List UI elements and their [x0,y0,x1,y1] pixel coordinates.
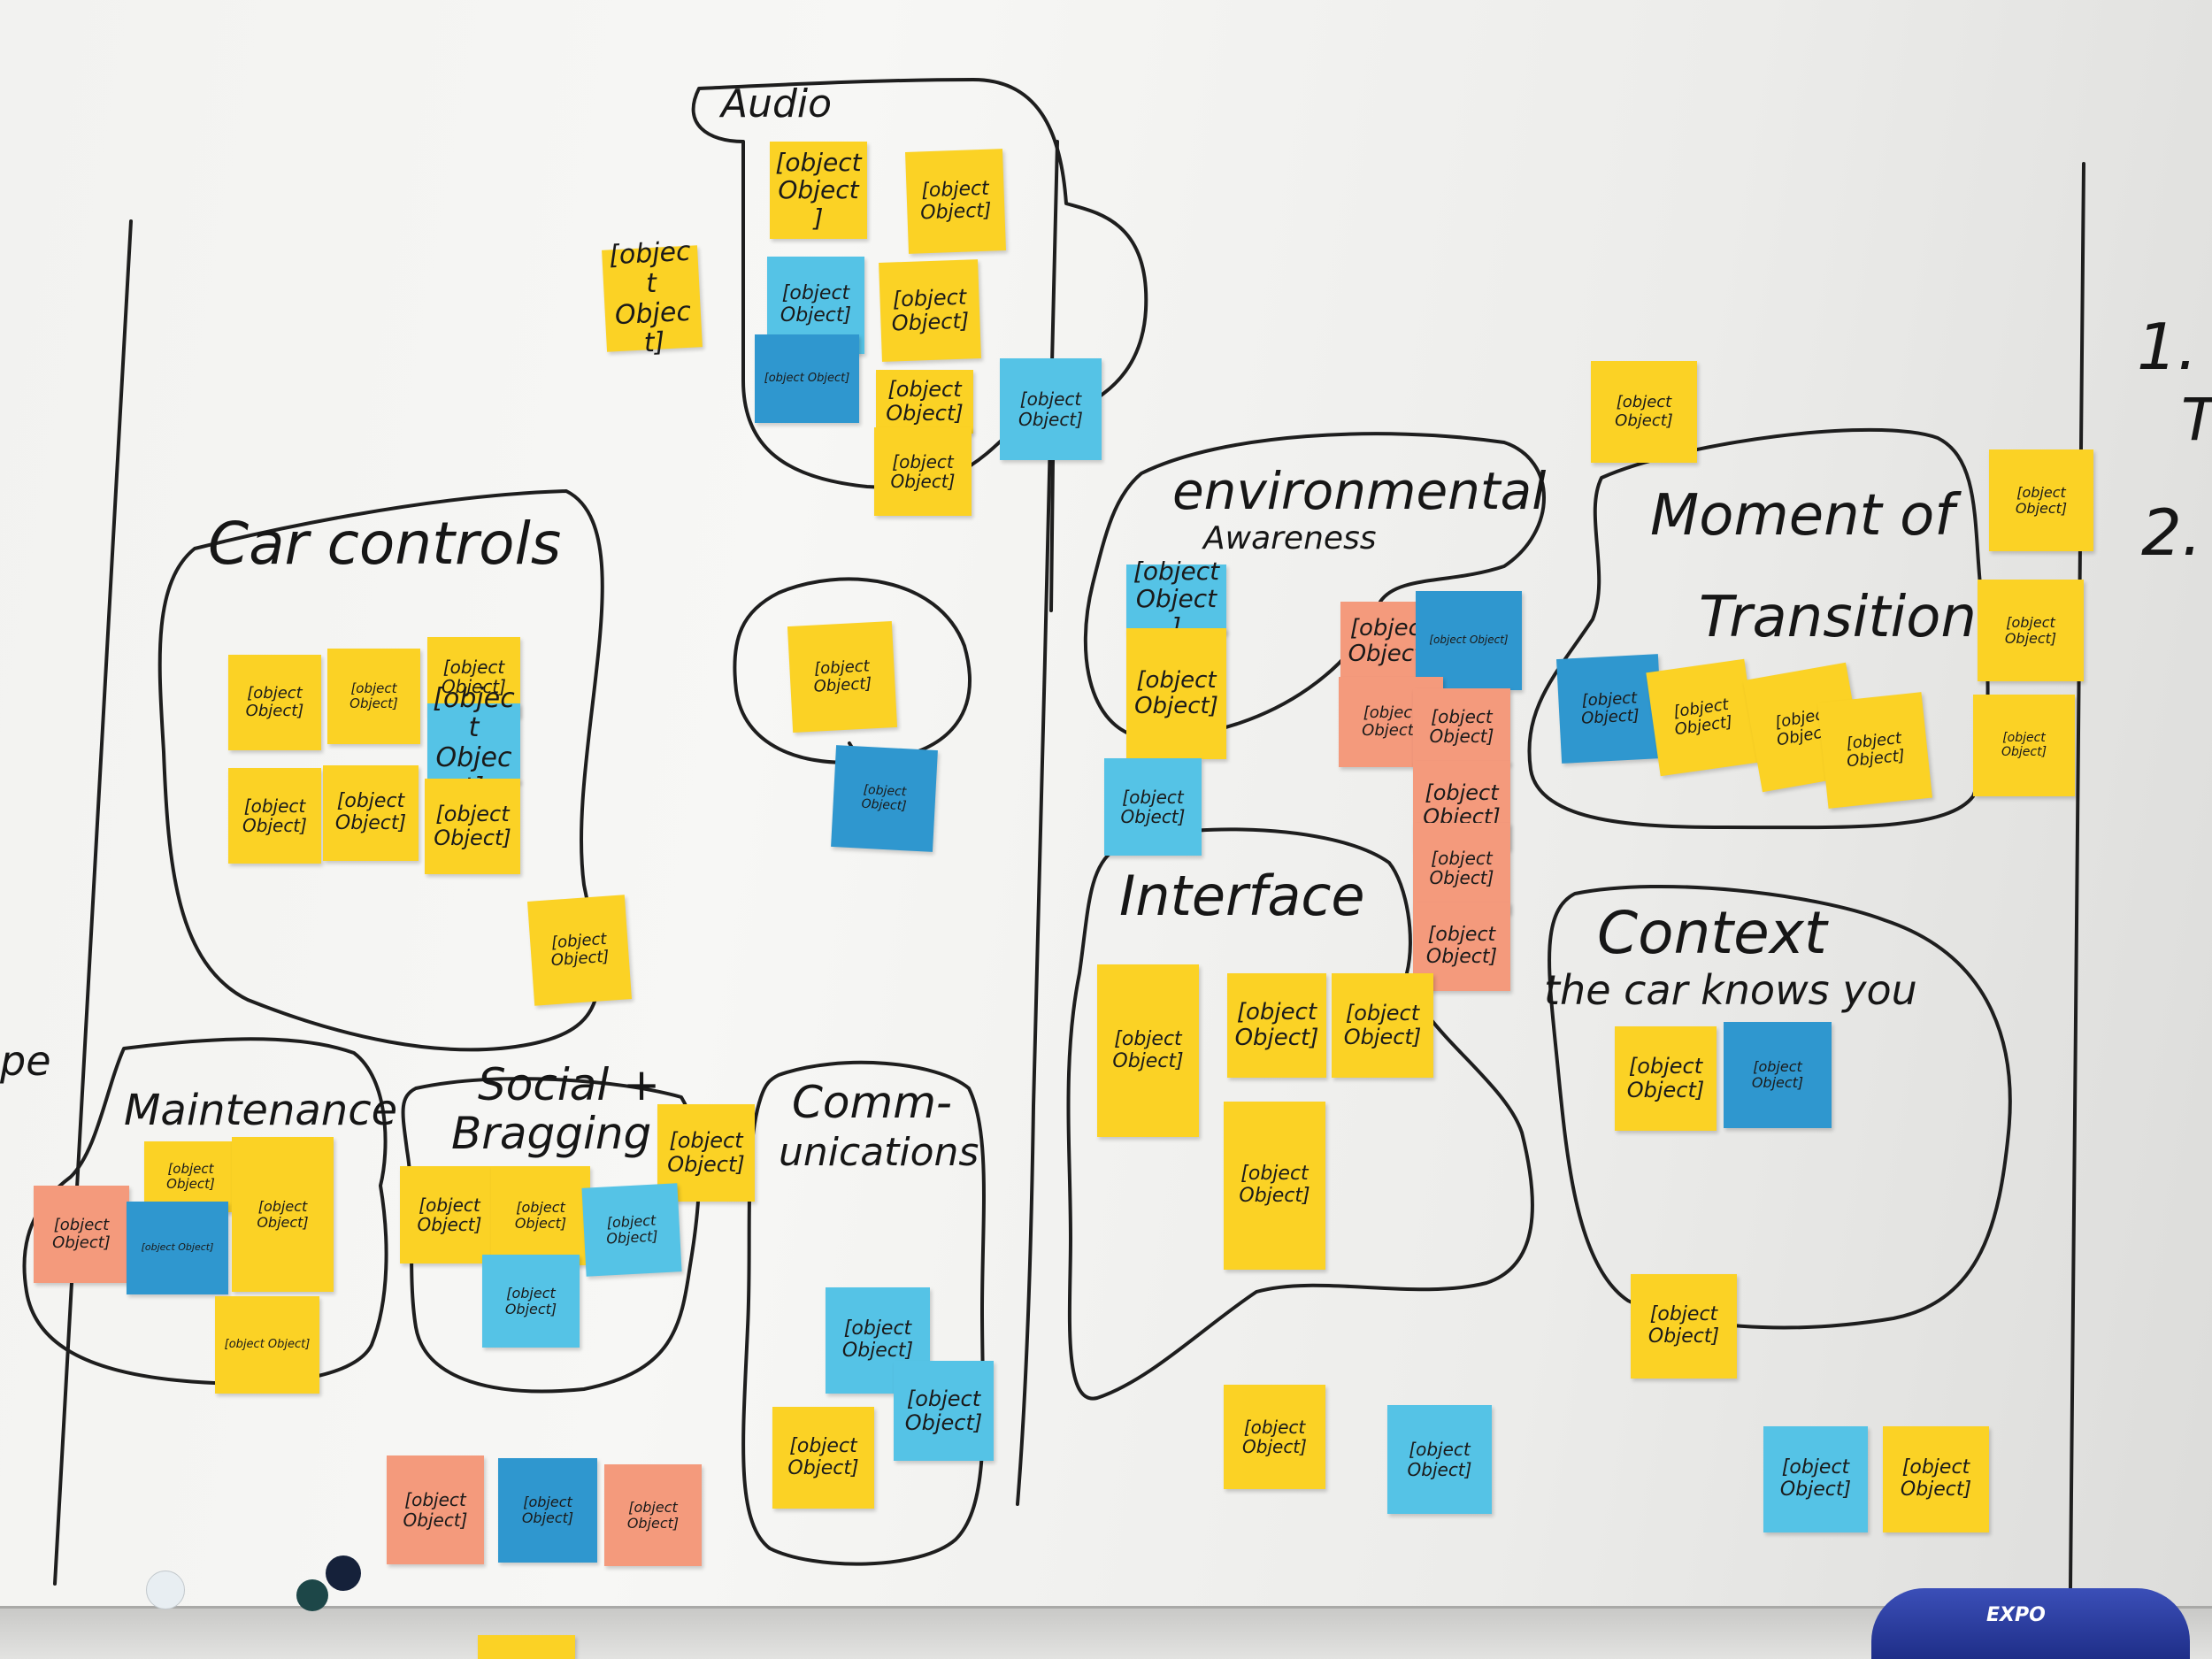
sticky-note-closest-shooting-range: [object Object] [1413,823,1510,913]
label-comm: Comm- [792,1077,952,1128]
label-unications: unications [779,1130,979,1175]
expo-eraser [1871,1588,2190,1659]
divider-line-center [1016,140,1059,1506]
car-controls-group-outline [157,489,604,1052]
sticky-note-internet-backup: [object Object] [1631,1274,1737,1379]
sticky-note-color-style-change: [object Object] [1646,658,1759,777]
sticky-note-calendar-sync: [object Object] [1883,1426,1989,1532]
sticky-note-recording-views: [object Object] [482,1255,580,1348]
label-bragging: Bragging [451,1108,652,1159]
sticky-note-record-mode-gopro: [object Object] [491,1166,590,1265]
sticky-note-macros: [object Object] [1724,1022,1832,1128]
sticky-note-draw-pad: [object Object] [1227,973,1326,1078]
label-environmental: environmental [1172,461,1547,521]
sticky-note-transparent-sync: [object Object] [874,427,972,516]
sticky-note-airplay: [object Object] [876,370,973,434]
sticky-note-integrated-gambling: [object Object] [604,1464,702,1566]
magnet-navy [326,1555,361,1591]
sticky-note-facebook-integration: [object Object] [581,1183,682,1277]
sticky-note-giant-volume-knob: [object Object] [1332,973,1433,1078]
label-car-controls: Car controls [208,510,562,578]
sticky-note-jm-cars: [object Object] [1416,591,1522,690]
sticky-note-siri: [object Object] [1224,1102,1325,1270]
label-interface: Interface [1119,864,1365,928]
sticky-note-doors-window: [object Object] [228,768,321,864]
sticky-note-social: [object Object] [657,1104,755,1202]
sticky-note-radio: [object Object] [770,142,867,239]
label-right-1: 1. N [2137,310,2212,384]
divider-line-right [2069,162,2085,1590]
sticky-note-manual-transition: [object Object] [1817,692,1932,809]
context-group-outline [1548,884,2012,1330]
sticky-note-radar-alert: [object Object] [1126,628,1226,759]
connector-phone-plugin [1049,458,1055,612]
sticky-note-eco-mode: [object Object] [1978,580,2084,681]
audio-group-outline [691,78,1148,489]
sticky-note-bass: [object Object] [602,236,703,359]
sticky-note-iphone-plug-in: [object Object] [1000,358,1102,460]
sticky-note-lights: [object Object] [228,655,321,750]
marker-tray [0,1606,2212,1659]
environmental-group-outline [1083,432,1546,741]
sticky-note-text: [object Object] [894,1361,994,1461]
sticky-note-sound-settings: [object Object] [879,259,981,362]
label-transition: Transition [1699,585,1977,650]
label-maintenance: Maintenance [124,1086,398,1135]
sticky-note-driver-profile: [object Object] [1615,1026,1717,1131]
magnet-dark-teal [296,1579,328,1611]
sticky-note-performance-race-mode: [object Object] [1973,695,2075,796]
sticky-note-track-day: [object Object] [1591,361,1697,463]
sticky-note-warm-chair: [object Object] [425,779,520,874]
sticky-note-waze: [object Object] [1126,557,1226,641]
divider-line-left [53,219,133,1586]
eraser-brand-label: EXPO [1986,1604,2046,1626]
sticky-note-multipe-tap-gesture: [object Object] [1387,1405,1492,1514]
sticky-note-uber-valet: [object Object] [34,1186,129,1283]
sticky-note-electric-mode: [object Object] [1989,449,2093,551]
sticky-note-car-accident-alert: [object Object] [1104,758,1202,856]
label-left-pe: pe [0,1037,51,1085]
sticky-note-garage-auto-communication: [object Object] [127,1202,228,1294]
label-right-t: T [2181,389,2212,451]
sticky-note-sunroof: [object Object] [323,765,419,861]
sticky-note-interior-light-shift: [object Object] [1555,654,1664,764]
sticky-note-performance-data: [object Object] [787,620,898,733]
sticky-note-fingerprint: [object Object] [1224,1385,1325,1489]
sticky-note-video-walkthrough: [object Object] [215,1296,319,1394]
sticky-note-check-in-the-car: [object Object] [498,1458,597,1563]
sticky-note-service-notification: [object Object] [144,1141,237,1212]
sticky-note-settings: [object Object] [1763,1426,1868,1532]
sticky-note-physical-buttons: [object Object] [1097,964,1199,1137]
label-right-2: 2. [2141,495,2202,570]
sticky-note-selfie-cam: [object Object] [400,1166,499,1263]
sticky-note-cruise-control: [object Object] [327,649,420,744]
sticky-note-closest-box: [object Object] [1413,688,1510,764]
label-social-plus: Social + [478,1059,661,1110]
label-awareness: Awareness [1203,520,1377,557]
interface-group-outline [1066,827,1534,1401]
label-audio: Audio [721,81,833,127]
sticky-note-fan: [object Object] [427,684,520,803]
sticky-note-pre-programming: [object Object] [755,334,859,423]
label-the-car-knows-you: the car knows you [1544,966,1917,1014]
sticky-note-facetime: [object Object] [772,1407,874,1509]
sticky-note-hard-drive-sync: [object Object] [905,149,1006,254]
magnet-white [146,1571,185,1609]
sticky-note-email-stats: [object Object] [831,745,938,852]
label-context: Context [1597,899,1827,967]
sticky-note-partial-bottom [478,1635,575,1659]
sticky-note-swap-your-hyperrar: [object Object] [387,1455,484,1564]
communications-group-outline [741,1060,986,1566]
sticky-note-exhaust: [object Object] [527,895,632,1006]
sticky-note-troubleshooting-info: [object Object] [232,1137,334,1292]
label-moment-of: Moment of [1650,483,1955,549]
